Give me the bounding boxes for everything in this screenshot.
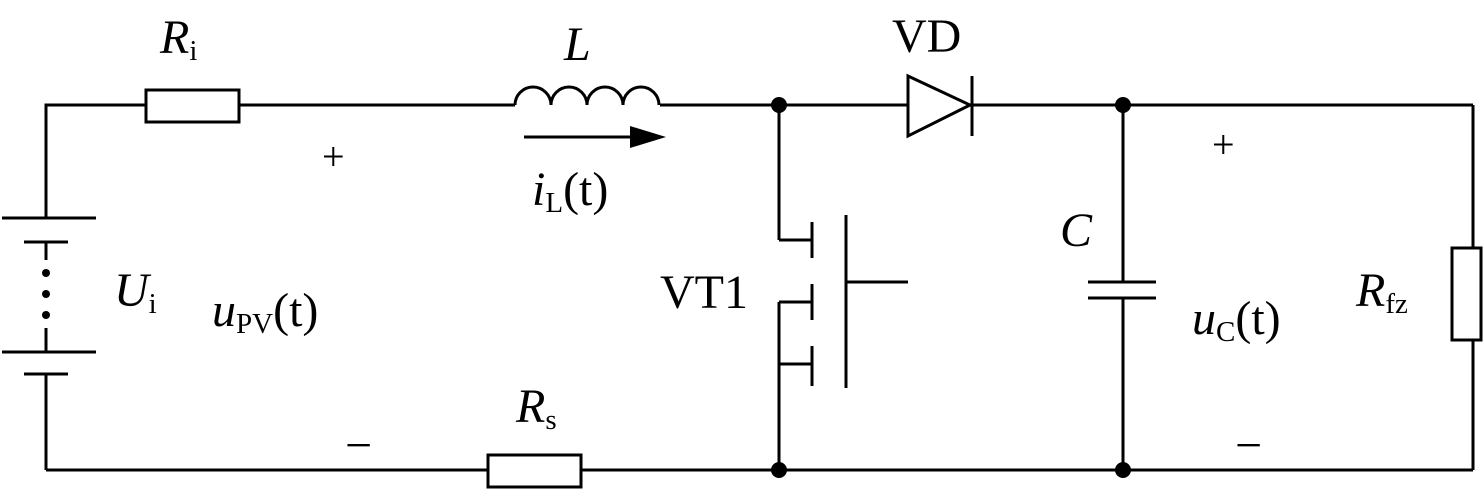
label-uc: uC(t)	[1192, 292, 1281, 348]
current-arrow	[524, 126, 666, 148]
minus-sign-left: −	[345, 419, 372, 472]
label-upv: uPV(t)	[212, 284, 318, 340]
label-vt1: VT1	[660, 266, 748, 319]
battery-dot	[42, 269, 50, 277]
junction-dot	[771, 97, 787, 113]
plus-sign-left: +	[322, 134, 345, 179]
resistor-ri	[144, 88, 241, 124]
junction-dot	[1115, 97, 1131, 113]
wires	[44, 103, 1475, 472]
plus-sign-right: +	[1212, 122, 1235, 167]
battery-ui	[2, 216, 96, 376]
diode-vd	[906, 73, 974, 139]
resistor-rfz	[1450, 246, 1483, 342]
inductor-l	[513, 85, 661, 106]
label-c: C	[1060, 204, 1093, 257]
junction-dot	[1115, 462, 1131, 478]
mosfet-vt1	[810, 215, 908, 388]
label-ui: Ui	[114, 264, 157, 320]
battery-dot	[42, 311, 50, 319]
junction-dot	[771, 462, 787, 478]
junctions	[771, 97, 1131, 478]
label-ri: Ri	[159, 11, 197, 67]
capacitor-c	[1088, 280, 1156, 300]
label-vd: VD	[892, 10, 961, 63]
label-l: L	[563, 18, 591, 71]
label-rfz: Rfz	[1355, 264, 1408, 320]
label-il: iL(t)	[532, 163, 608, 219]
wire-top-left	[44, 103, 146, 218]
label-rs: Rs	[515, 380, 557, 436]
diode-triangle	[906, 73, 974, 139]
resistor-rs	[486, 453, 583, 489]
arrow-head	[630, 126, 666, 148]
battery-dot	[42, 290, 50, 298]
minus-sign-right: −	[1235, 419, 1262, 472]
